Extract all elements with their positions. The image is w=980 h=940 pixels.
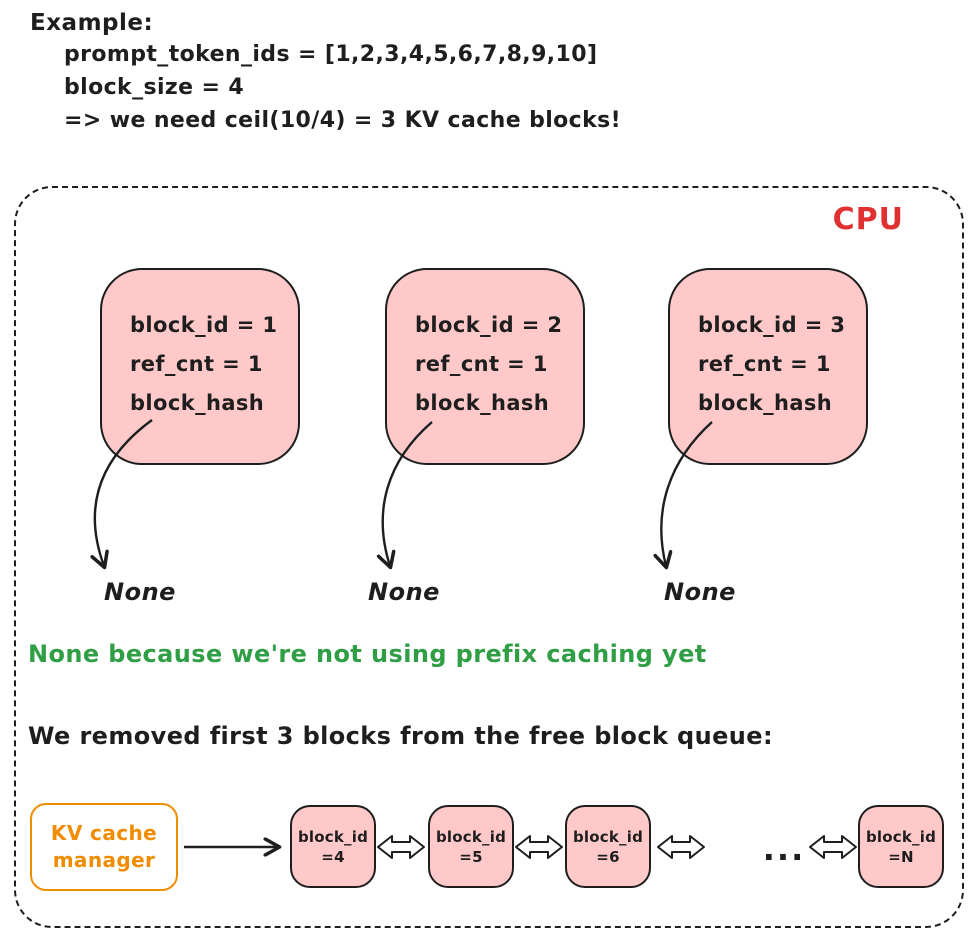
kv-block-3-hash: block_hash [698, 391, 833, 415]
queue-block-5-value: =5 [459, 847, 483, 866]
kv-block-2-hash: block_hash [415, 391, 550, 415]
none-label-2: None [368, 578, 440, 606]
example-title: Example: [30, 10, 154, 36]
kv-block-1: block_id = 1 ref_cnt = 1 block_hash [100, 268, 300, 465]
kv-cache-manager-line-2: manager [52, 848, 156, 872]
kv-block-2: block_id = 2 ref_cnt = 1 block_hash [385, 268, 585, 465]
queue-block-n-value: =N [888, 847, 914, 866]
kv-block-2-id: block_id = 2 [415, 313, 563, 337]
kv-block-1-id: block_id = 1 [130, 313, 278, 337]
queue-block-n: block_id =N [858, 805, 944, 888]
queue-block-6: block_id =6 [565, 805, 651, 888]
kv-block-3: block_id = 3 ref_cnt = 1 block_hash [668, 268, 868, 465]
queue-block-4: block_id =4 [290, 805, 376, 888]
none-label-1: None [104, 578, 176, 606]
queue-ellipsis: ... [762, 830, 806, 868]
kv-block-2-refcnt: ref_cnt = 1 [415, 352, 548, 376]
queue-block-6-value: =6 [596, 847, 620, 866]
none-label-3: None [664, 578, 736, 606]
kv-block-1-hash: block_hash [130, 391, 265, 415]
free-block-queue-note: We removed first 3 blocks from the free … [28, 722, 773, 750]
queue-block-5: block_id =5 [428, 805, 514, 888]
example-line-block-size: block_size = 4 [64, 75, 245, 100]
kv-cache-manager-box: KV cache manager [30, 803, 178, 891]
queue-block-6-label: block_id [572, 827, 644, 846]
queue-block-n-label: block_id [865, 827, 937, 846]
kv-cache-manager-line-1: KV cache [50, 821, 158, 845]
queue-block-4-value: =4 [321, 847, 345, 866]
kv-block-3-refcnt: ref_cnt = 1 [698, 352, 831, 376]
kv-block-1-refcnt: ref_cnt = 1 [130, 352, 263, 376]
kv-block-3-id: block_id = 3 [698, 313, 846, 337]
example-line-conclusion: => we need ceil(10/4) = 3 KV cache block… [64, 108, 622, 133]
cpu-container: CPU [14, 186, 964, 928]
prefix-caching-note: None because we're not using prefix cach… [28, 640, 707, 668]
example-line-prompt-token-ids: prompt_token_ids = [1,2,3,4,5,6,7,8,9,10… [64, 42, 598, 67]
queue-block-5-label: block_id [435, 827, 507, 846]
cpu-label: CPU [832, 202, 904, 237]
queue-block-4-label: block_id [297, 827, 369, 846]
